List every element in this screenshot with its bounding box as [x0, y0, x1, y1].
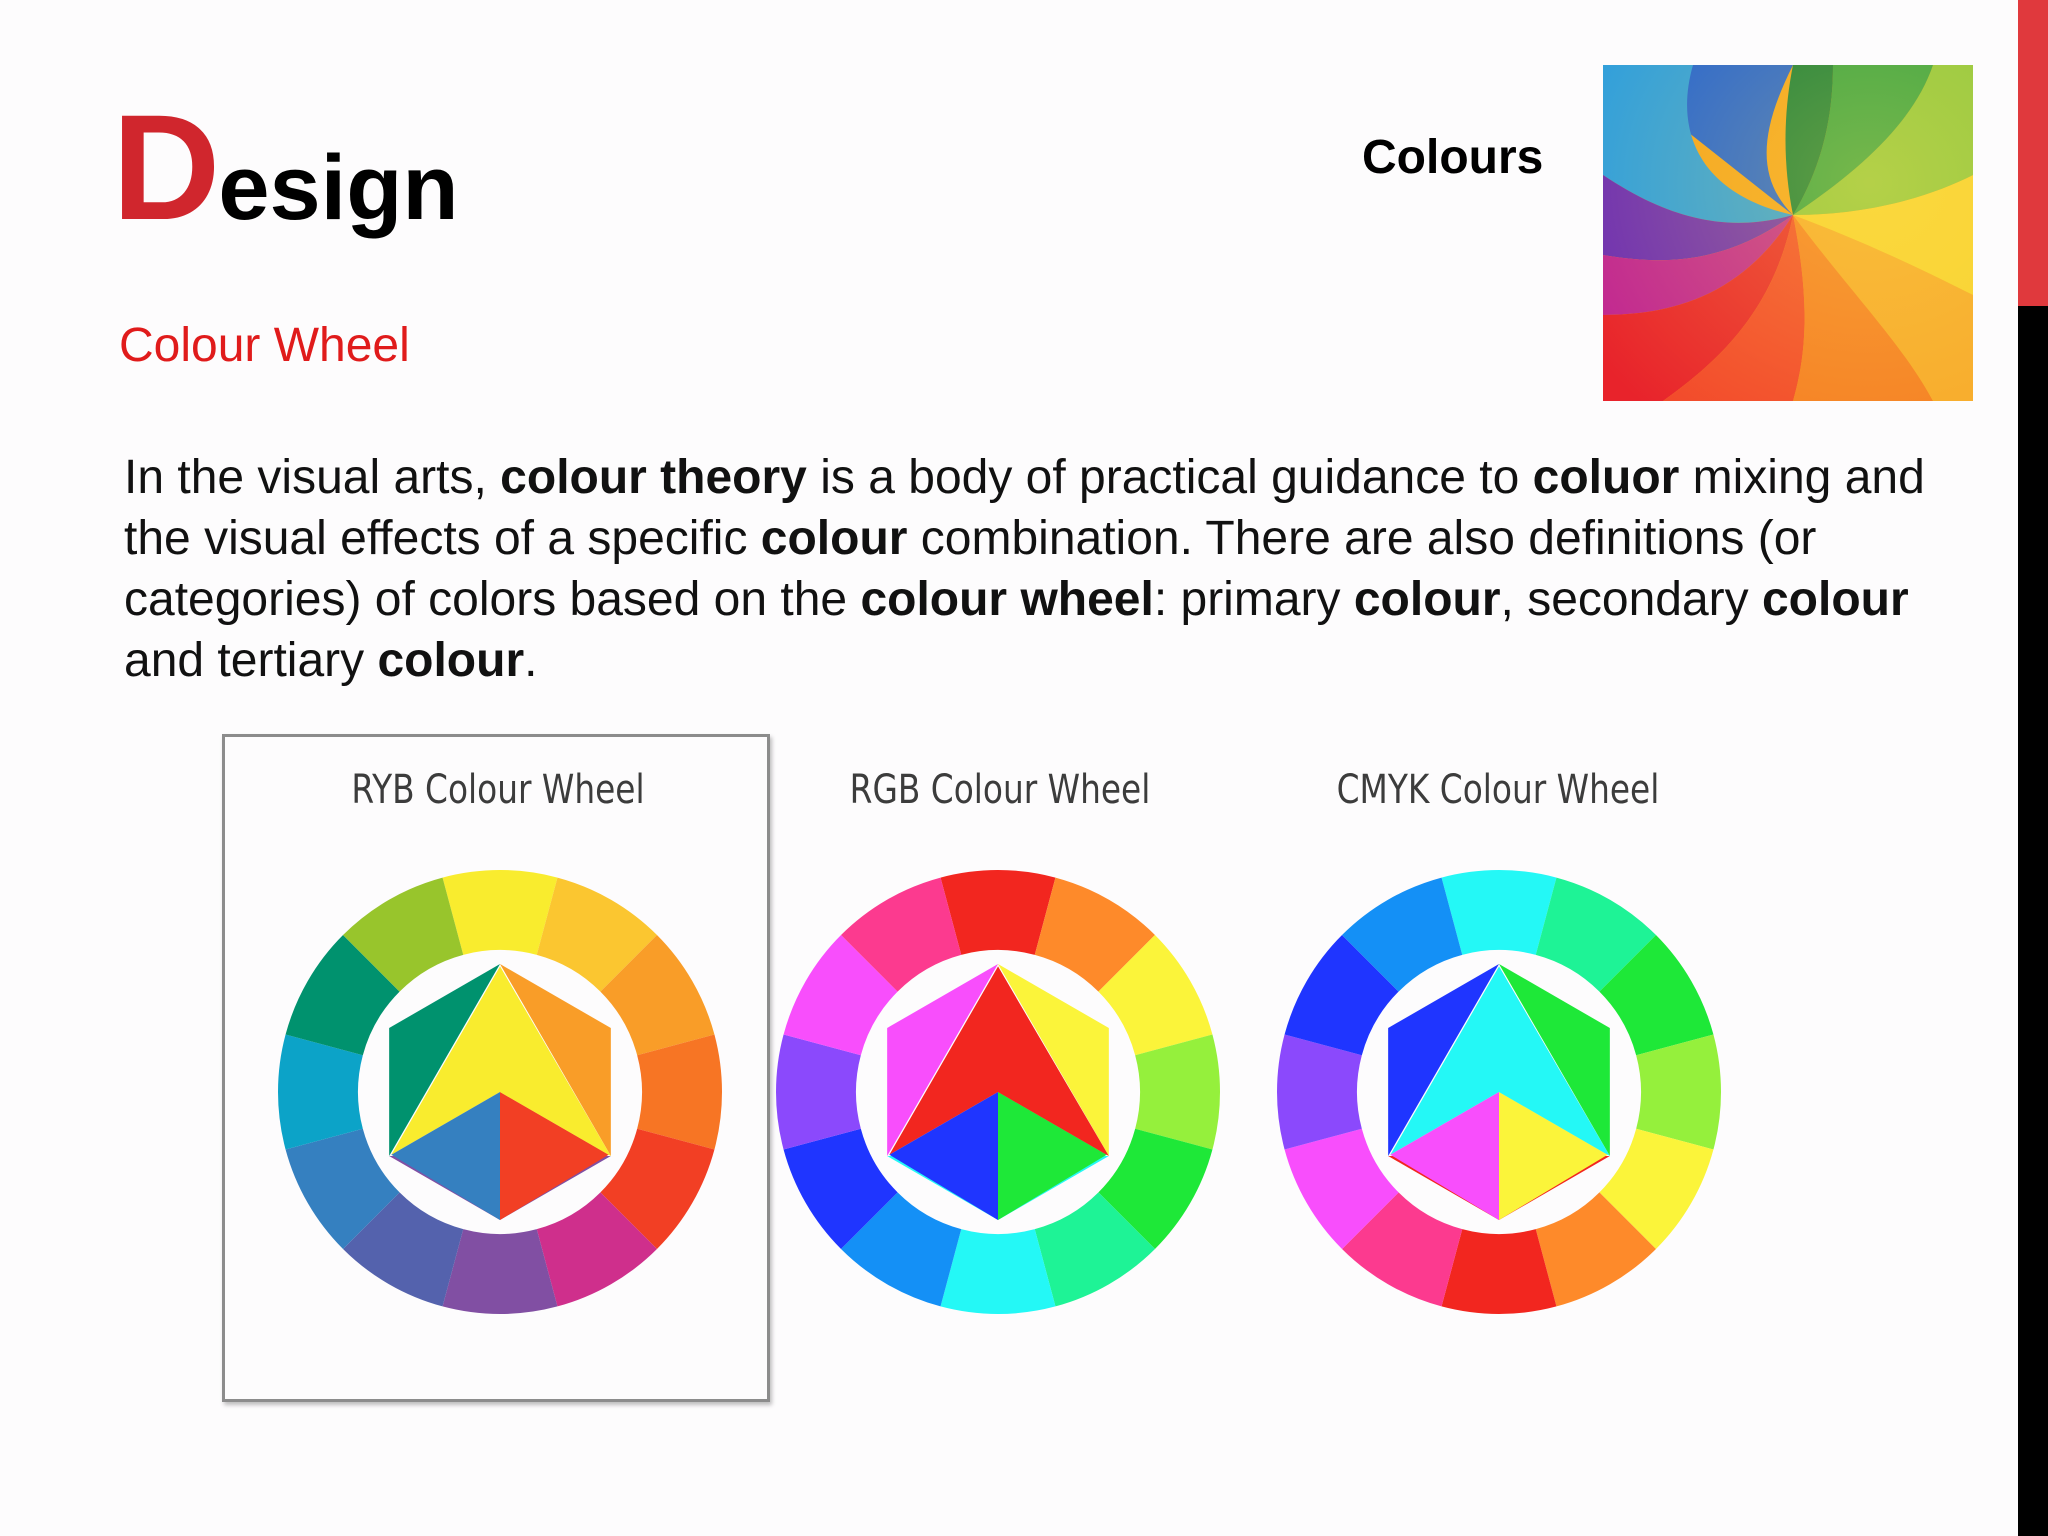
wheel-ring-segment — [1098, 935, 1213, 1056]
wheel-ring-segment — [442, 870, 558, 955]
paragraph-text-run: . — [524, 634, 538, 687]
ryb-colour-wheel — [278, 870, 722, 1314]
wheel-ring-segment — [1599, 935, 1714, 1056]
paragraph-text-run: In the visual arts, — [124, 451, 501, 504]
slide-title: Design — [112, 92, 459, 242]
wheel-ring-segment — [940, 870, 1056, 955]
wheel-ring-segment — [536, 1192, 657, 1307]
wheel-ring-segment — [278, 1034, 363, 1150]
side-accent-bar-black — [2018, 306, 2048, 1536]
paragraph-bold-term: colour theory — [500, 451, 807, 504]
wheel-ring-segment — [783, 1128, 898, 1249]
wheel-ring-segment — [1277, 1034, 1362, 1150]
wheel-title-cmyk: CMYK Colour Wheel — [1336, 767, 1660, 813]
wheel-ring-segment — [285, 1128, 400, 1249]
rainbow-swirl-image — [1603, 65, 1973, 401]
wheel-center-primary-left — [1390, 1092, 1499, 1220]
paragraph-text-run: , secondary — [1500, 573, 1762, 626]
paragraph-bold-term: colour — [760, 512, 908, 565]
wheel-center-secondary-right — [998, 964, 1109, 1156]
wheel-center-primary-top — [998, 966, 1109, 1156]
paragraph-bold-term: colour — [1353, 573, 1501, 626]
wheel-ring-segment — [343, 1192, 464, 1307]
paragraph-text-run: : primary — [1153, 573, 1354, 626]
wheel-ring-segment — [1636, 1034, 1721, 1150]
rgb-colour-wheel — [776, 870, 1220, 1314]
wheel-ring-segment — [1342, 1192, 1463, 1307]
wheel-ring-segment — [1284, 1128, 1399, 1249]
wheel-ring-segment — [940, 1229, 1056, 1314]
cmyk-colour-wheel — [1277, 870, 1721, 1314]
wheel-center-primary-top — [391, 966, 500, 1155]
wheel-ring-segment — [285, 935, 400, 1056]
title-rest: esign — [218, 137, 459, 239]
wheel-center-primary-right — [1499, 1092, 1608, 1220]
wheel-ring-segment — [841, 877, 962, 992]
slide-subtitle: Colour Wheel — [119, 319, 410, 372]
paragraph-bold-term: colour — [377, 634, 525, 687]
wheel-center-primary-right — [998, 1092, 1107, 1220]
wheel-ring-segment — [1135, 1034, 1220, 1150]
wheel-ring-segment — [536, 877, 657, 992]
wheel-ring-segment — [442, 1229, 558, 1314]
wheel-ring-segment — [1342, 877, 1463, 992]
wheel-ring-segment — [1098, 1128, 1213, 1249]
wheel-center-secondary-right — [1499, 964, 1610, 1156]
paragraph-text-run: mixing and the visual effects of a speci… — [124, 451, 1925, 565]
paragraph-text-run: combination. There are also definitions … — [124, 512, 1817, 626]
paragraph-bold-term: coluor — [1532, 451, 1680, 504]
wheel-ring-segment — [1535, 877, 1656, 992]
wheel-center-primary-left — [391, 1092, 500, 1220]
wheel-ring-segment — [637, 1034, 722, 1150]
wheel-ring-segment — [776, 1034, 861, 1150]
wheel-center-secondary-left — [1388, 964, 1499, 1156]
wheel-ring-segment — [1599, 1128, 1714, 1249]
section-label: Colours — [1362, 131, 1544, 184]
wheel-ring-segment — [1535, 1192, 1656, 1307]
wheel-title-ryb: RYB Colour Wheel — [351, 767, 645, 813]
wheel-ring-segment — [1284, 935, 1399, 1056]
wheel-ring-segment — [841, 1192, 962, 1307]
wheel-ring-segment — [1034, 1192, 1155, 1307]
paragraph-bold-term: colour wheel — [860, 573, 1154, 626]
wheel-ring-segment — [1441, 1229, 1557, 1314]
wheel-center-primary-top — [1390, 966, 1499, 1155]
wheel-ring-segment — [600, 935, 715, 1056]
wheel-center-primary-top — [889, 966, 998, 1155]
body-paragraph: In the visual arts, colour theory is a b… — [124, 447, 1994, 691]
wheel-center-primary-top — [500, 966, 611, 1156]
side-accent-bar-red — [2018, 0, 2048, 306]
wheel-ring-segment — [343, 877, 464, 992]
wheel-center-primary-left — [889, 1092, 998, 1220]
wheel-ring-segment — [783, 935, 898, 1056]
paragraph-bold-term: colour — [1761, 573, 1909, 626]
wheel-center-primary-top — [1499, 966, 1610, 1156]
paragraph-text-run: and tertiary — [124, 634, 378, 687]
paragraph-text-run: is a body of practical guidance to — [806, 451, 1533, 504]
title-initial-letter: D — [112, 83, 220, 251]
wheel-ring-segment — [1034, 877, 1155, 992]
wheel-ring-segment — [600, 1128, 715, 1249]
wheel-ring-segment — [1441, 870, 1557, 955]
wheel-center-primary-right — [500, 1092, 609, 1220]
wheel-title-rgb: RGB Colour Wheel — [849, 767, 1151, 813]
